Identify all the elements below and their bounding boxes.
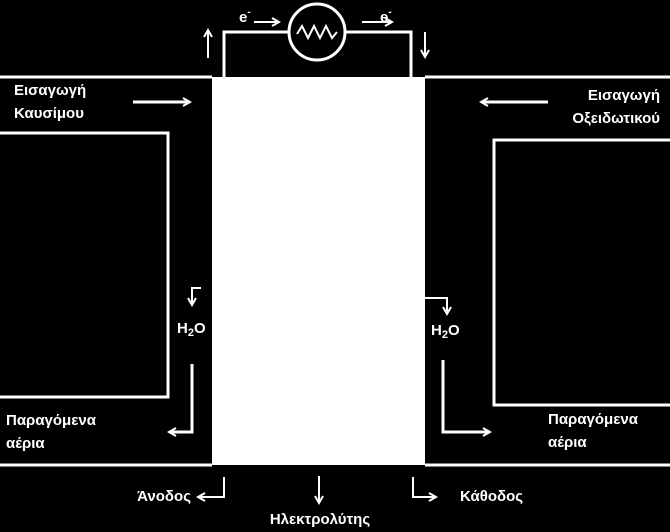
- anode-label: Άνοδος: [137, 488, 191, 505]
- anode-water-arrow: [192, 287, 201, 305]
- electron-right-sup: -: [388, 7, 392, 18]
- exhaust-right-line-1: Παραγόμενα: [548, 411, 638, 428]
- cathode-label: Κάθοδος: [460, 488, 524, 505]
- anode-bottom-arrow: [198, 477, 225, 497]
- electrolyte-label: Ηλεκτρολύτης: [269, 511, 371, 528]
- water-anode-sub: 2: [187, 327, 194, 339]
- exhaust-left-line-1: Παραγόμενα: [6, 412, 96, 429]
- exhaust-right-line-2: αέρια: [548, 434, 587, 451]
- fuel-inlet-line-1: Εισαγωγή: [14, 82, 87, 99]
- water-cathode-label: H2O: [431, 319, 460, 347]
- exhaust-left-line-2: αέρια: [6, 435, 45, 452]
- water-anode-label: H2O: [177, 317, 206, 345]
- cathode-water-arrow: [425, 297, 447, 314]
- electron-right-e: e: [380, 9, 389, 26]
- cathode-exhaust-arrow: [441, 360, 490, 432]
- fuel-inlet-line-2: Καυσίμου: [14, 105, 84, 122]
- exhaust-left-label: Παραγόμενα αέρια: [6, 409, 96, 455]
- electrolyte-block: [212, 77, 425, 465]
- electron-left-sup: -: [247, 7, 251, 18]
- cathode-channel-outline: [492, 138, 670, 407]
- water-cathode-h: H: [431, 322, 442, 339]
- electron-left-e: e: [239, 9, 248, 26]
- anode-channel-outline: [0, 131, 170, 399]
- exhaust-right-label: Παραγόμενα αέρια: [548, 408, 638, 454]
- water-cathode-sub: 2: [441, 329, 448, 341]
- oxidant-inlet-line-2: Οξειδωτικού: [572, 110, 660, 127]
- load-resistor-zigzag: [296, 23, 338, 41]
- oxidant-inlet-line-1: Εισαγωγή: [587, 87, 660, 104]
- oxidant-inlet-label: Εισαγωγή Οξειδωτικού: [572, 84, 660, 130]
- cathode-bottom-arrow: [412, 477, 436, 497]
- electron-label-left: e-: [239, 1, 251, 29]
- electron-label-right: e-: [380, 1, 392, 29]
- water-anode-h: H: [177, 320, 188, 337]
- anode-exhaust-arrow: [169, 364, 194, 432]
- fuel-inlet-label: Εισαγωγή Καυσίμου: [14, 79, 86, 125]
- water-cathode-o: O: [447, 322, 460, 339]
- water-anode-o: O: [193, 320, 206, 337]
